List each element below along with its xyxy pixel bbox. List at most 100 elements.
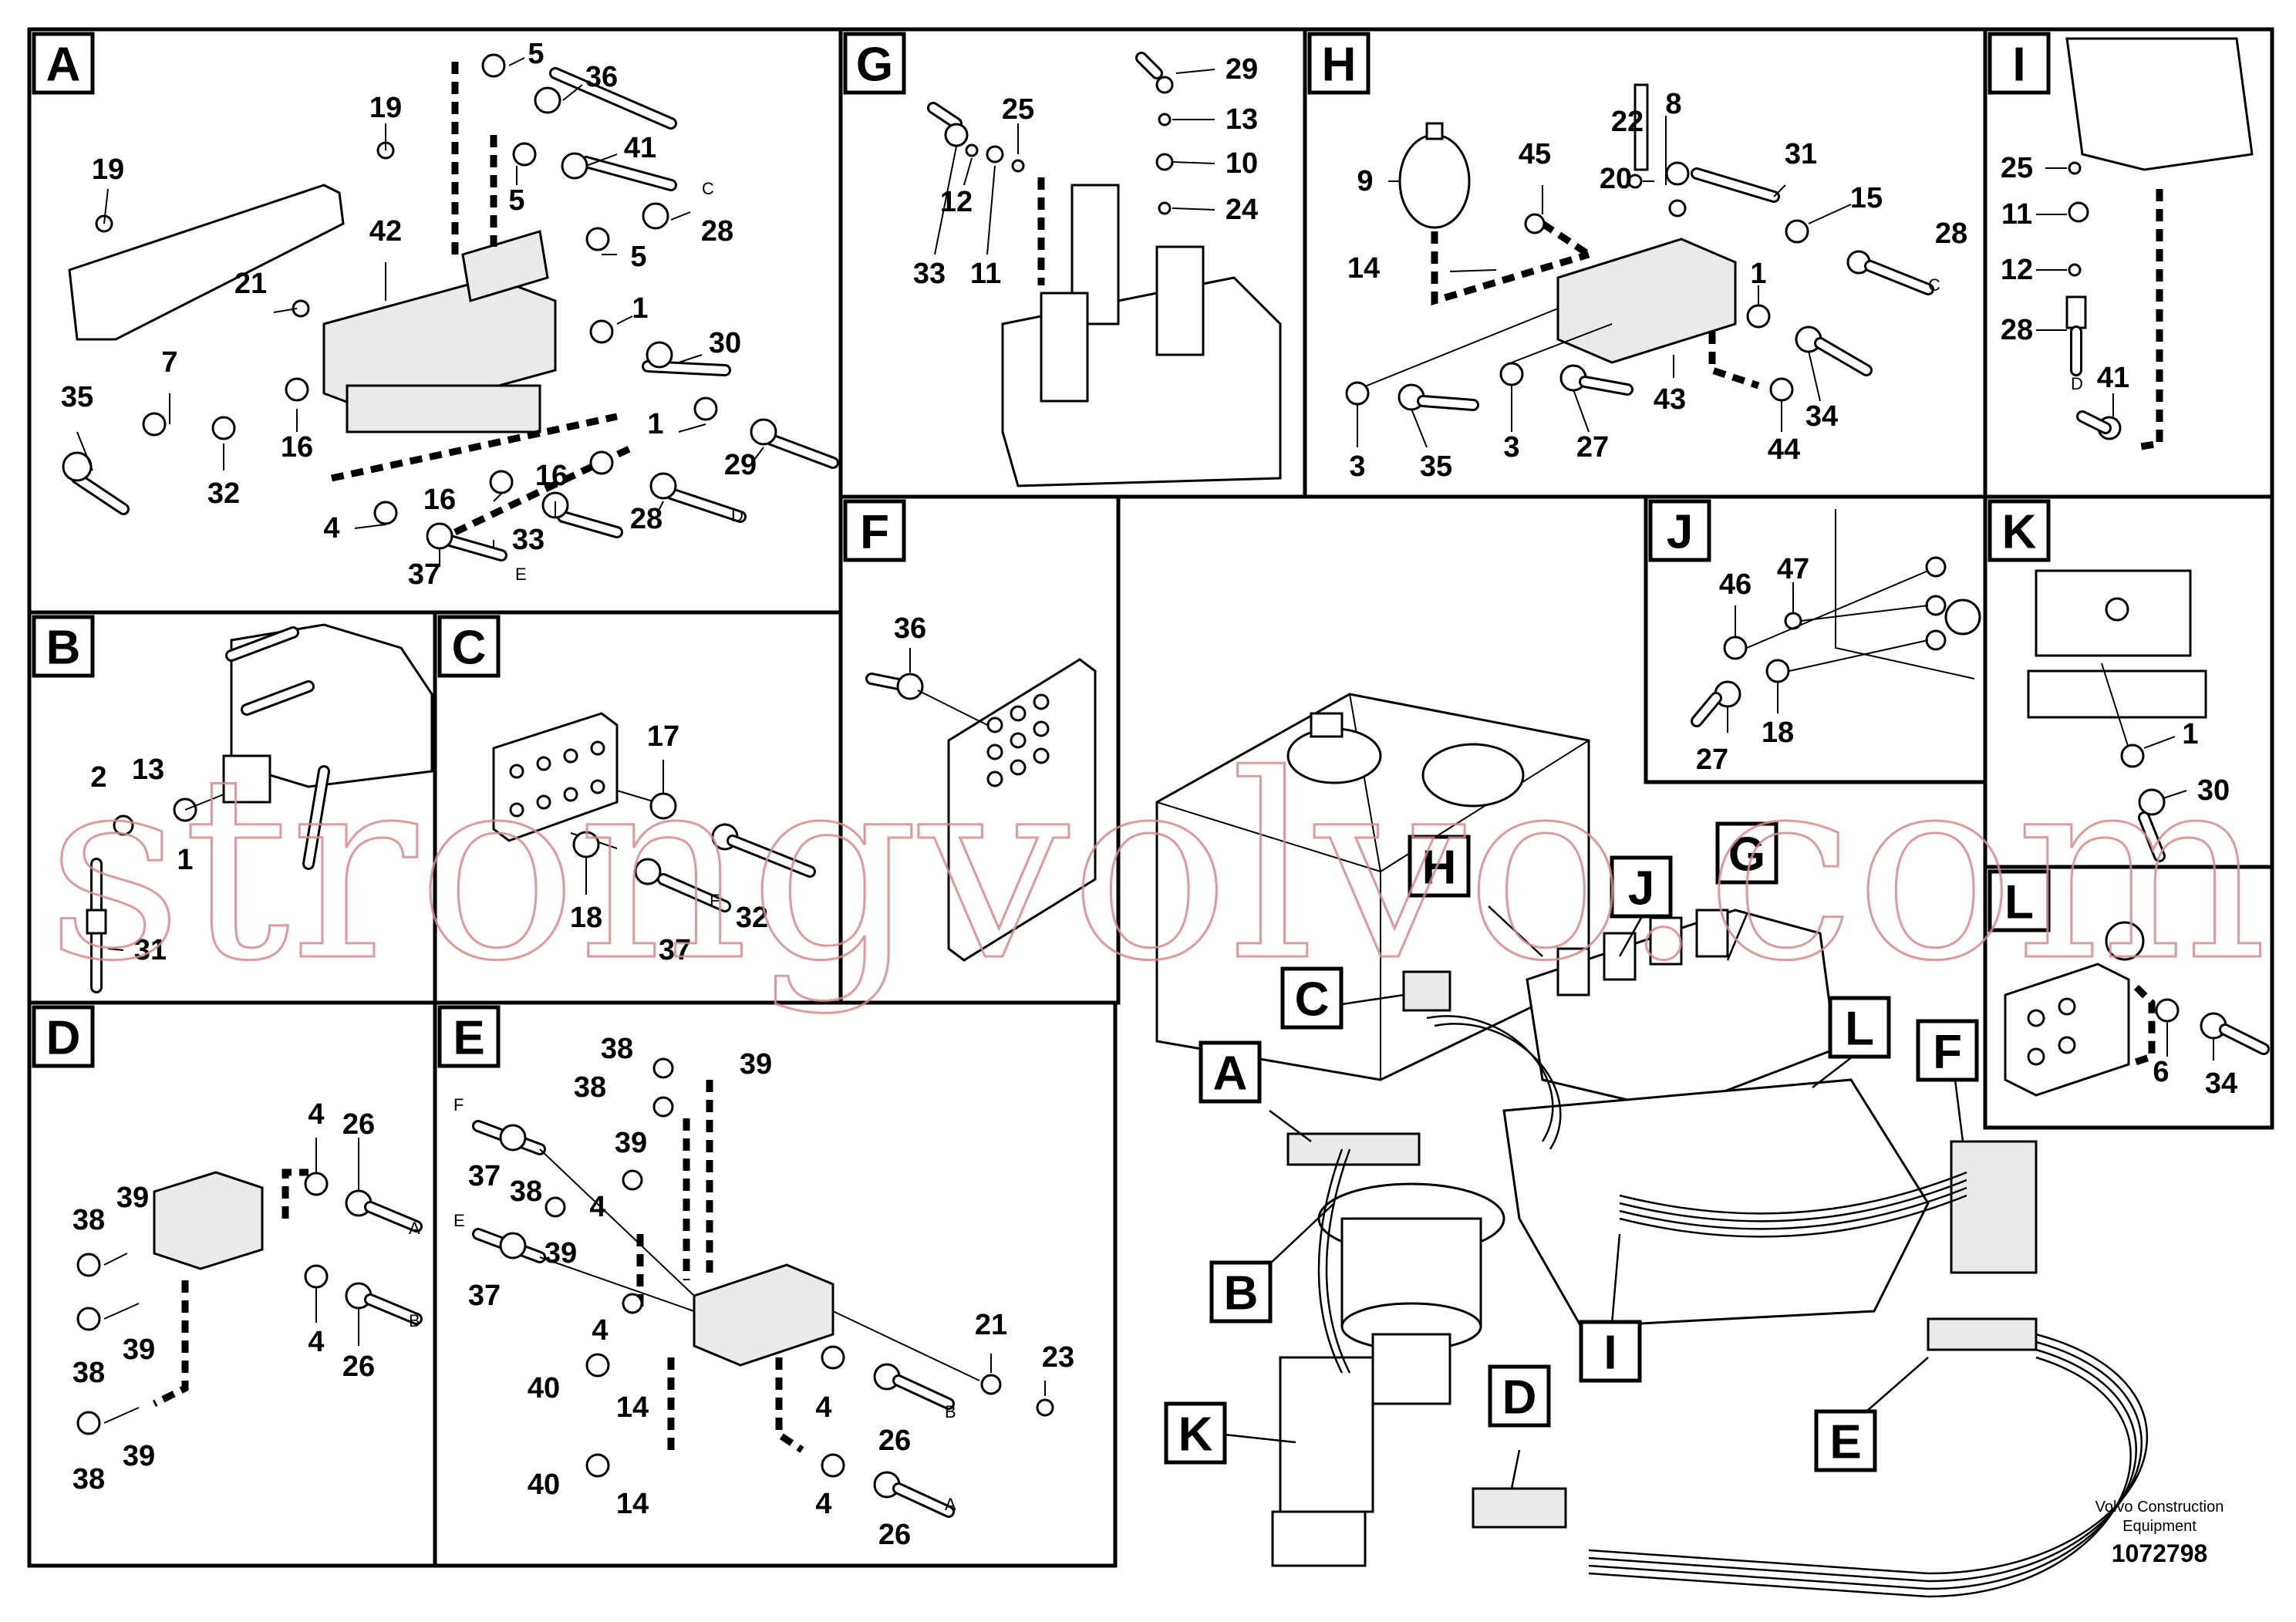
callout: 26: [878, 1425, 911, 1457]
solenoid: [1155, 245, 1205, 356]
panel-a-letter-box: [32, 32, 95, 95]
callout: 4: [323, 512, 339, 545]
end-label: F: [710, 891, 720, 910]
panel-h-letter-box: [1307, 32, 1371, 95]
callout: 7: [161, 346, 177, 379]
end-label: E: [453, 1211, 465, 1230]
panel-h: H 22 8 9 45 20 31 15 14: [1307, 32, 1967, 483]
panel-borders: [27, 27, 2274, 1568]
callout: 25: [1002, 93, 1034, 126]
fitting: [2105, 921, 2145, 961]
end-label: F: [453, 1095, 464, 1114]
plate-f: [1950, 1140, 2038, 1274]
end-label: A: [945, 1495, 956, 1514]
callout: 1: [177, 844, 193, 876]
callout: 13: [132, 754, 164, 786]
panel-b-letter: B: [46, 622, 81, 675]
callout: 5: [528, 38, 544, 70]
callout: 21: [234, 268, 267, 300]
callout: 34: [2205, 1067, 2237, 1100]
panel-l: L 6 34: [1988, 869, 2270, 1100]
callout: 39: [615, 1127, 647, 1159]
callout: 25: [2001, 152, 2033, 184]
panel-i: I 25 11 12 28 D 41: [1988, 32, 2254, 451]
manifold-block: [1556, 238, 1737, 364]
plate: [947, 658, 1097, 962]
callout: 26: [878, 1519, 911, 1551]
manifold-e: [1927, 1317, 2038, 1351]
callout: 16: [281, 431, 313, 464]
callout: 30: [709, 327, 741, 359]
callout: 12: [940, 186, 973, 218]
callout: 26: [342, 1108, 375, 1141]
callout: 28: [1935, 218, 1967, 250]
panel-g-letter-box: [843, 32, 906, 95]
callout: 28: [2001, 314, 2033, 346]
overview-label-box: [1164, 1401, 1227, 1465]
callout: 28: [630, 503, 663, 535]
callout: 2: [90, 761, 106, 794]
callout: 36: [585, 61, 618, 93]
end-label: B: [945, 1402, 956, 1421]
callout: 18: [1762, 717, 1794, 749]
overview-label: A: [1213, 1047, 1248, 1101]
callout: 1: [2182, 718, 2198, 750]
travel-motor: [1279, 1356, 1374, 1513]
panel-f-letter: F: [860, 506, 889, 559]
accumulator: [1398, 133, 1471, 229]
footer-company-2: Equipment: [2122, 1518, 2197, 1535]
callout: 47: [1777, 553, 1809, 585]
end-label: D: [2071, 374, 2083, 393]
callout: 24: [1226, 194, 1258, 226]
callout: 30: [2197, 774, 2230, 807]
callout: 35: [61, 381, 93, 413]
callout: 1: [1750, 258, 1766, 290]
callout: 33: [913, 258, 946, 290]
callout: 19: [369, 92, 402, 124]
panel-i-letter: I: [2012, 39, 2025, 92]
callout: 11: [970, 258, 1001, 290]
callout: 15: [1850, 182, 1883, 214]
panel-k-letter: K: [2002, 506, 2037, 559]
panel-b: B 2 13 1 31: [32, 615, 433, 993]
panel-j: J 46 47 27 18: [1648, 499, 1981, 776]
callout: 29: [724, 449, 757, 481]
callout: 4: [592, 1314, 608, 1347]
callout: 8: [1665, 88, 1681, 120]
footer: Volvo Construction Equipment 1072798: [2095, 1499, 2224, 1567]
callout: 39: [544, 1237, 577, 1270]
panel-h-letter: H: [1322, 39, 1357, 92]
callout: 4: [308, 1326, 324, 1358]
callout: 35: [1420, 450, 1452, 483]
callout: 10: [1226, 147, 1258, 180]
callout: 16: [423, 484, 456, 516]
panel-d-letter: D: [46, 1012, 81, 1065]
manifold-d: [1472, 1487, 1567, 1529]
route-line: [775, 1357, 804, 1453]
callout: 14: [616, 1488, 649, 1520]
callout: 4: [815, 1391, 831, 1424]
callout: 1: [632, 292, 648, 325]
callout: 26: [342, 1351, 375, 1383]
callout: 4: [589, 1191, 605, 1223]
panel-k: K 1 30: [1988, 499, 2230, 862]
callout: 33: [512, 524, 544, 556]
overview-label: I: [1603, 1327, 1617, 1380]
panel-l-letter: L: [2004, 876, 2034, 929]
callout: 39: [123, 1334, 155, 1366]
callout: 27: [1576, 431, 1609, 464]
callout: 38: [72, 1204, 105, 1236]
callout: 19: [92, 153, 124, 186]
panel-c: C 17 18 F 37 32: [437, 615, 816, 966]
end-label: A: [409, 1219, 420, 1238]
panel-d-letter-box: [32, 1005, 95, 1068]
callout: 31: [1785, 138, 1817, 170]
manifold-valves: [346, 384, 541, 433]
overview-label: K: [1178, 1408, 1213, 1462]
overview-label: F: [1933, 1026, 1962, 1079]
overview-label-box: [1610, 855, 1673, 919]
callout: 32: [736, 902, 768, 934]
footer-company: Volvo Construction: [2095, 1499, 2224, 1516]
callout: 45: [1519, 138, 1551, 170]
route-line: [2127, 984, 2156, 1068]
